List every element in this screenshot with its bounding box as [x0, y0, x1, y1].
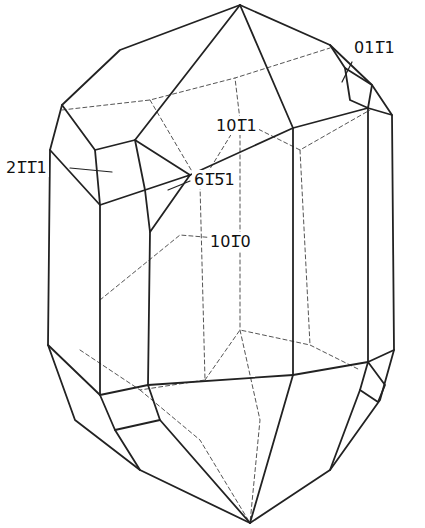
face-index-label: 61̅5̅1 — [192, 170, 237, 189]
face-index-label: 011̅1 — [352, 38, 397, 57]
face-index-label: 101̅0 — [208, 232, 253, 251]
face-index-label: 101̅1 — [214, 116, 259, 135]
face-index-label: 21̅1̅1 — [4, 158, 49, 177]
